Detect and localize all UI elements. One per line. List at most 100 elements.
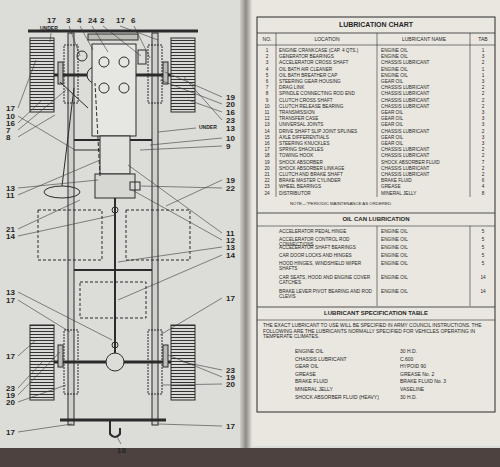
callout-number: 17	[6, 352, 15, 361]
column-header: LUBRICANT NAME	[378, 37, 470, 43]
row-number: 9	[258, 98, 276, 103]
rear-drive-shaft	[114, 198, 116, 353]
page-ground	[0, 0, 500, 448]
callout-number: 11	[6, 191, 14, 200]
table-cell: CHASSIS LUBRICANT	[295, 357, 347, 363]
row-number: 14	[258, 129, 276, 134]
callout-number: 14	[6, 232, 15, 241]
table-cell: TRANSFER CASE	[279, 116, 318, 121]
table-cell: 2	[471, 98, 495, 103]
callout-number: 17	[6, 428, 15, 437]
column-rule	[470, 226, 471, 306]
table-cell: DISTRIBUTOR	[279, 191, 311, 196]
table-cell: ENGINE OIL	[381, 245, 408, 250]
table-cell: ENGINE CRANKCASE (CAP. 4 QTS.)	[279, 48, 358, 53]
callout-number: 19	[226, 176, 235, 185]
rule	[257, 226, 495, 227]
table-cell: 1	[471, 67, 495, 72]
table-cell: 6	[471, 178, 495, 183]
rear-differential	[106, 353, 124, 371]
row-number: 19	[258, 160, 276, 165]
table-cell: ENGINE OIL	[381, 73, 408, 78]
column-rule	[377, 226, 378, 306]
callout-number: 2	[100, 16, 104, 25]
table-cell: CHASSIS LUBRICANT	[381, 104, 429, 109]
book-spine	[240, 0, 252, 448]
column-rule	[276, 33, 277, 197]
table-cell: WHEEL BEARINGS	[279, 184, 321, 189]
front-wheel	[30, 38, 54, 112]
table-cell: ENGINE OIL	[381, 67, 408, 72]
column-rule	[470, 33, 471, 197]
table-cell: BRAKE LEVER PIVOT BEARING AND ROD CLEVIS	[279, 289, 373, 300]
table-cell: SHOCK ABSORBER	[279, 160, 323, 165]
table-cell: ACCELERATOR PEDAL HINGE	[279, 229, 373, 234]
table-cell: CHASSIS LUBRICANT	[381, 85, 429, 90]
table-cell: 3	[471, 135, 495, 140]
table-cell: GEAR OIL	[381, 79, 403, 84]
generator	[138, 50, 146, 64]
callout-number: 17	[226, 294, 235, 303]
table-cell: SHOCK ABSORBER FLUID (HEAVY)	[295, 395, 379, 401]
table-cell: UNIVERSAL JOINTS	[279, 122, 323, 127]
table-cell: GEAR OIL	[381, 116, 403, 121]
table-cell: CHASSIS LUBRICANT	[381, 166, 429, 171]
callout-number: 10	[226, 134, 235, 143]
table-cell: 3	[471, 79, 495, 84]
table-cell: 2	[471, 153, 495, 158]
table-cell: SHOCK ABSORBER LINKAGE	[279, 166, 344, 171]
table-cell: GEAR OIL	[381, 135, 403, 140]
section-heading: LUBRICANT SPECIFICATION TABLE	[257, 310, 495, 317]
table-cell: 14	[471, 289, 495, 294]
table-cell: 2	[471, 91, 495, 96]
callout-number: UNDER	[40, 26, 58, 32]
steering-column	[62, 88, 74, 186]
table-cell: GEAR OIL	[295, 364, 319, 370]
table-cell: ENGINE OIL	[381, 54, 408, 59]
fuel-tank	[80, 282, 146, 318]
row-number: 18	[258, 153, 276, 158]
callout-number: 14	[226, 251, 235, 260]
callout-number: 17	[6, 296, 15, 305]
table-cell: 2	[471, 85, 495, 90]
row-number: 3	[258, 60, 276, 65]
row-number: 1	[258, 48, 276, 53]
right-page	[247, 0, 500, 446]
table-cell: TOWING HOOK	[279, 153, 313, 158]
table-cell: STEERING KNUCKLES	[279, 141, 330, 146]
table-cell: 5	[471, 245, 495, 250]
callout-number: 6	[131, 16, 135, 25]
callout-number: UNDER	[199, 125, 217, 131]
row-number: 11	[258, 110, 276, 115]
table-cell: ENGINE OIL	[381, 275, 408, 280]
table-cell: BRAKE FLUID No. 3	[400, 379, 446, 385]
table-cell: GREASE	[295, 372, 316, 378]
callout-number: 20	[6, 398, 15, 407]
table-cell: 4	[471, 184, 495, 189]
table-cell: TRANSMISSION	[279, 110, 315, 115]
note-paragraph: THE EXACT LUBRICANT TO USE WILL BE SPECI…	[263, 323, 489, 340]
row-number: 17	[258, 147, 276, 152]
drag-link	[60, 82, 88, 108]
table-cell: GENERATOR BEARINGS	[279, 54, 334, 59]
table-cell: BRAKE FLUID	[295, 379, 328, 385]
table-cell: CHASSIS LUBRICANT	[381, 147, 429, 152]
table-cell: CLUTCH RELEASE BEARING	[279, 104, 343, 109]
row-number: 21	[258, 172, 276, 177]
table-cell: ENGINE OIL	[381, 48, 408, 53]
table-cell: 5	[471, 253, 495, 258]
table-cell: 3	[471, 116, 495, 121]
frame-rail	[152, 33, 158, 425]
row-number: 8	[258, 91, 276, 96]
clutch-cross-shaft	[74, 150, 100, 151]
row-number: 12	[258, 116, 276, 121]
table-cell: 2	[471, 172, 495, 177]
shock-absorber	[58, 345, 63, 367]
table-cell: SHOCK ABSORBER FLUID	[381, 160, 440, 165]
towing-hook	[110, 420, 120, 437]
row-number: 22	[258, 178, 276, 183]
cylinder	[119, 57, 129, 67]
table-cell: GEAR OIL	[381, 110, 403, 115]
table-cell: ENGINE OIL	[381, 253, 408, 258]
